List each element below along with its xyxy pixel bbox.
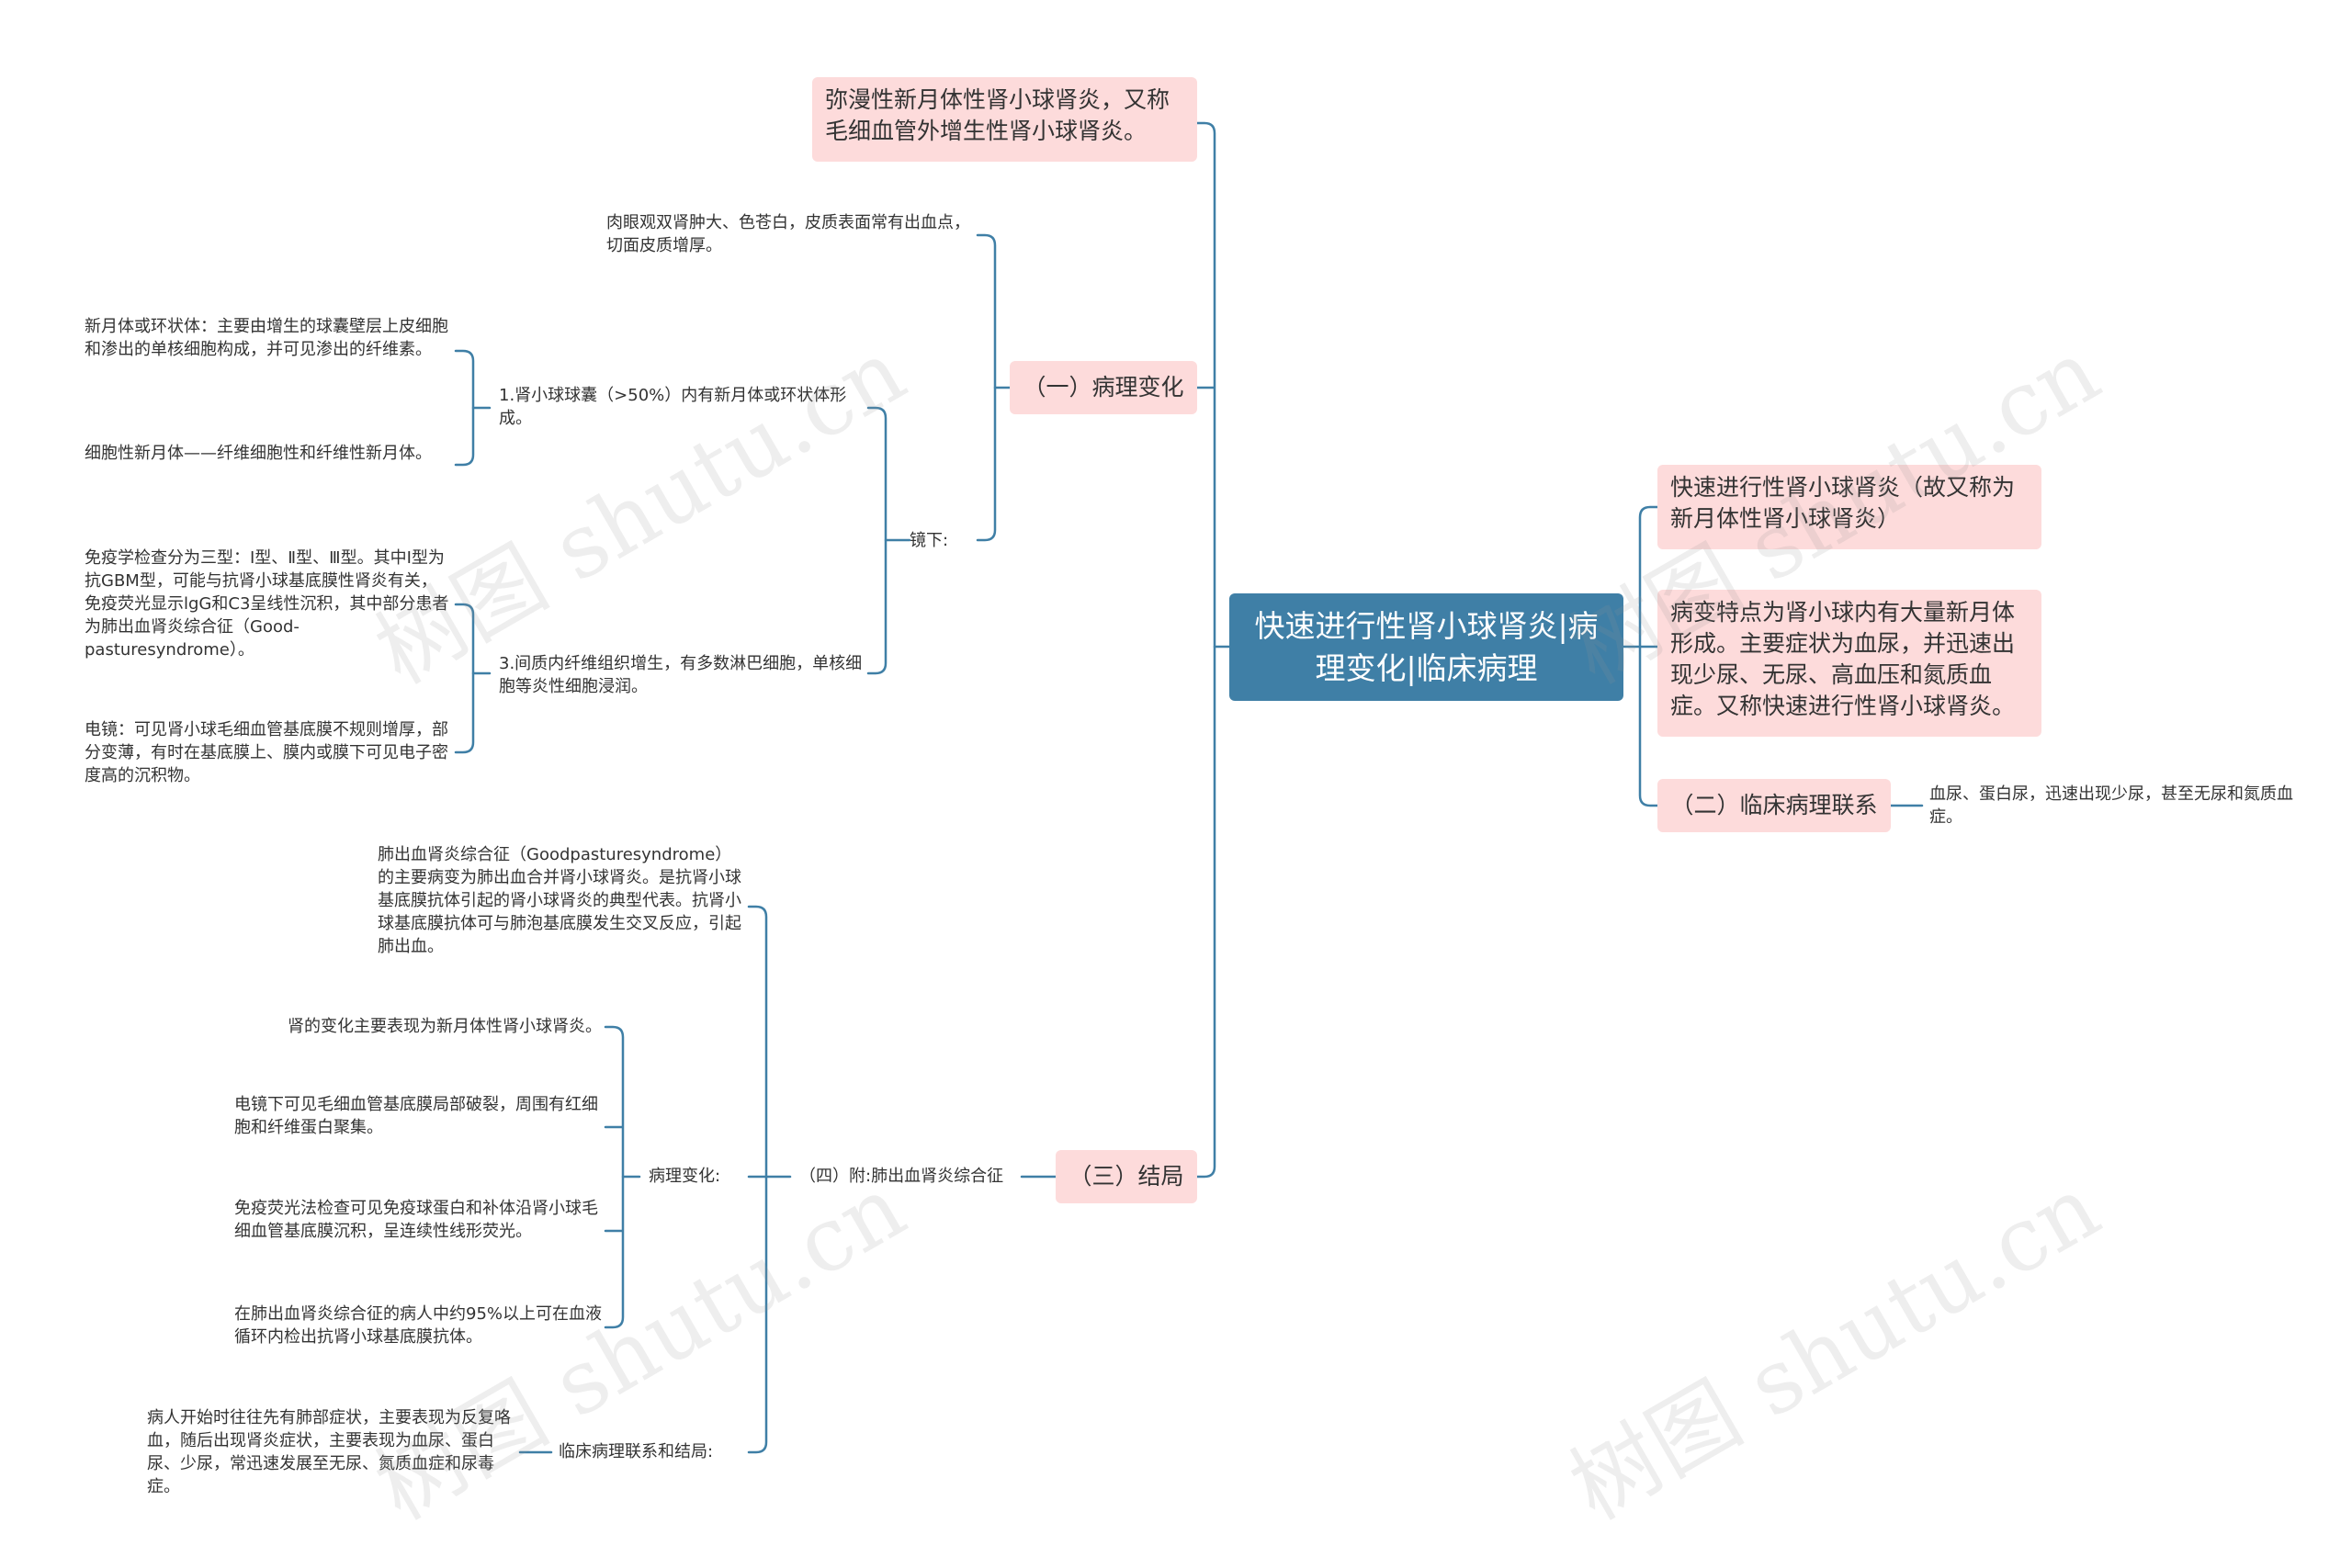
leaf-crescent-definition: 新月体或环状体：主要由增生的球囊壁层上皮细胞和渗出的单核细胞构成，并可见渗出的纤… <box>85 317 448 359</box>
wire-patho-spine <box>976 233 997 542</box>
root-topic[interactable]: 快速进行性肾小球肾炎|病理变化|临床病理 <box>1229 593 1623 701</box>
leaf-anti-gbm-antibody: 在肺出血肾炎综合征的病人中约95%以上可在血液循环内检出抗肾小球基底膜抗体。 <box>234 1304 603 1347</box>
node-lesion-feature[interactable]: 病变特点为肾小球内有大量新月体形成。主要症状为血尿，并迅速出现少尿、无尿、高血压… <box>1657 590 2041 737</box>
node-diffuse-crescentic[interactable]: 弥漫性新月体性肾小球肾炎，又称毛细血管外增生性肾小球肾炎。 <box>812 77 1197 162</box>
node-goodpasture[interactable]: （四）附:肺出血肾炎综合征 <box>799 1167 1004 1186</box>
leaf-crescent-types: 细胞性新月体——纤维细胞性和纤维性新月体。 <box>85 444 432 463</box>
leaf-immunology-types: 免疫学检查分为三型：Ⅰ型、Ⅱ型、Ⅲ型。其中Ⅰ型为抗GBM型，可能与抗肾小球基底膜… <box>85 548 449 660</box>
node-clinical-correlation[interactable]: （二）临床病理联系 <box>1657 779 1891 832</box>
wire-patho2-spine <box>604 1025 625 1329</box>
node-clinical-outcome[interactable]: 临床病理联系和结局: <box>559 1442 714 1461</box>
node-interstitial-fibrosis[interactable]: 3.间质内纤维组织增生，有多数淋巴细胞，单核细胞等炎性细胞浸润。 <box>499 654 863 696</box>
leaf-electron-microscopy: 电镜：可见肾小球毛细血管基底膜不规则增厚，部分变薄，有时在基底膜上、膜内或膜下可… <box>85 720 448 785</box>
node-goodpasture-pathology[interactable]: 病理变化: <box>649 1167 721 1186</box>
leaf-em-basement-rupture: 电镜下可见毛细血管基底膜局部破裂，周围有红细胞和纤维蛋白聚集。 <box>234 1095 598 1137</box>
wire-left-spine <box>1195 121 1216 1179</box>
leaf-gross-appearance: 肉眼观双肾肿大、色苍白，皮质表面常有出血点，切面皮质增厚。 <box>606 213 970 255</box>
wire-right-spine <box>1638 505 1659 807</box>
node-rpgn-alias[interactable]: 快速进行性肾小球肾炎（故又称为新月体性肾小球肾炎） <box>1657 465 2041 549</box>
leaf-goodpasture-intro: 肺出血肾炎综合征（Goodpasturesyndrome）的主要病变为肺出血合并… <box>378 845 741 956</box>
node-glomerular-crescent[interactable]: 1.肾小球球囊（>50%）内有新月体或环状体形成。 <box>499 386 847 428</box>
wire-item1-spine <box>454 349 475 467</box>
leaf-immunofluorescence: 免疫荧光法检查可见免疫球蛋白和补体沿肾小球毛细血管基底膜沉积，呈连续性线形荧光。 <box>234 1199 598 1241</box>
wire-micro-spine <box>866 406 888 675</box>
node-pathology[interactable]: （一）病理变化 <box>1010 361 1197 414</box>
wire-item3-spine <box>454 603 475 754</box>
leaf-kidney-change: 肾的变化主要表现为新月体性肾小球肾炎。 <box>288 1017 602 1036</box>
node-microscopic[interactable]: 镜下: <box>910 531 949 550</box>
leaf-clinical-symptoms: 血尿、蛋白尿，迅速出现少尿，甚至无尿和氮质血症。 <box>1929 784 2293 827</box>
node-outcome[interactable]: （三）结局 <box>1056 1150 1197 1203</box>
leaf-clinical-course: 病人开始时往往先有肺部症状，主要表现为反复咯血，随后出现肾炎症状，主要表现为血尿… <box>147 1408 511 1496</box>
wire-sub-spine <box>747 905 768 1454</box>
